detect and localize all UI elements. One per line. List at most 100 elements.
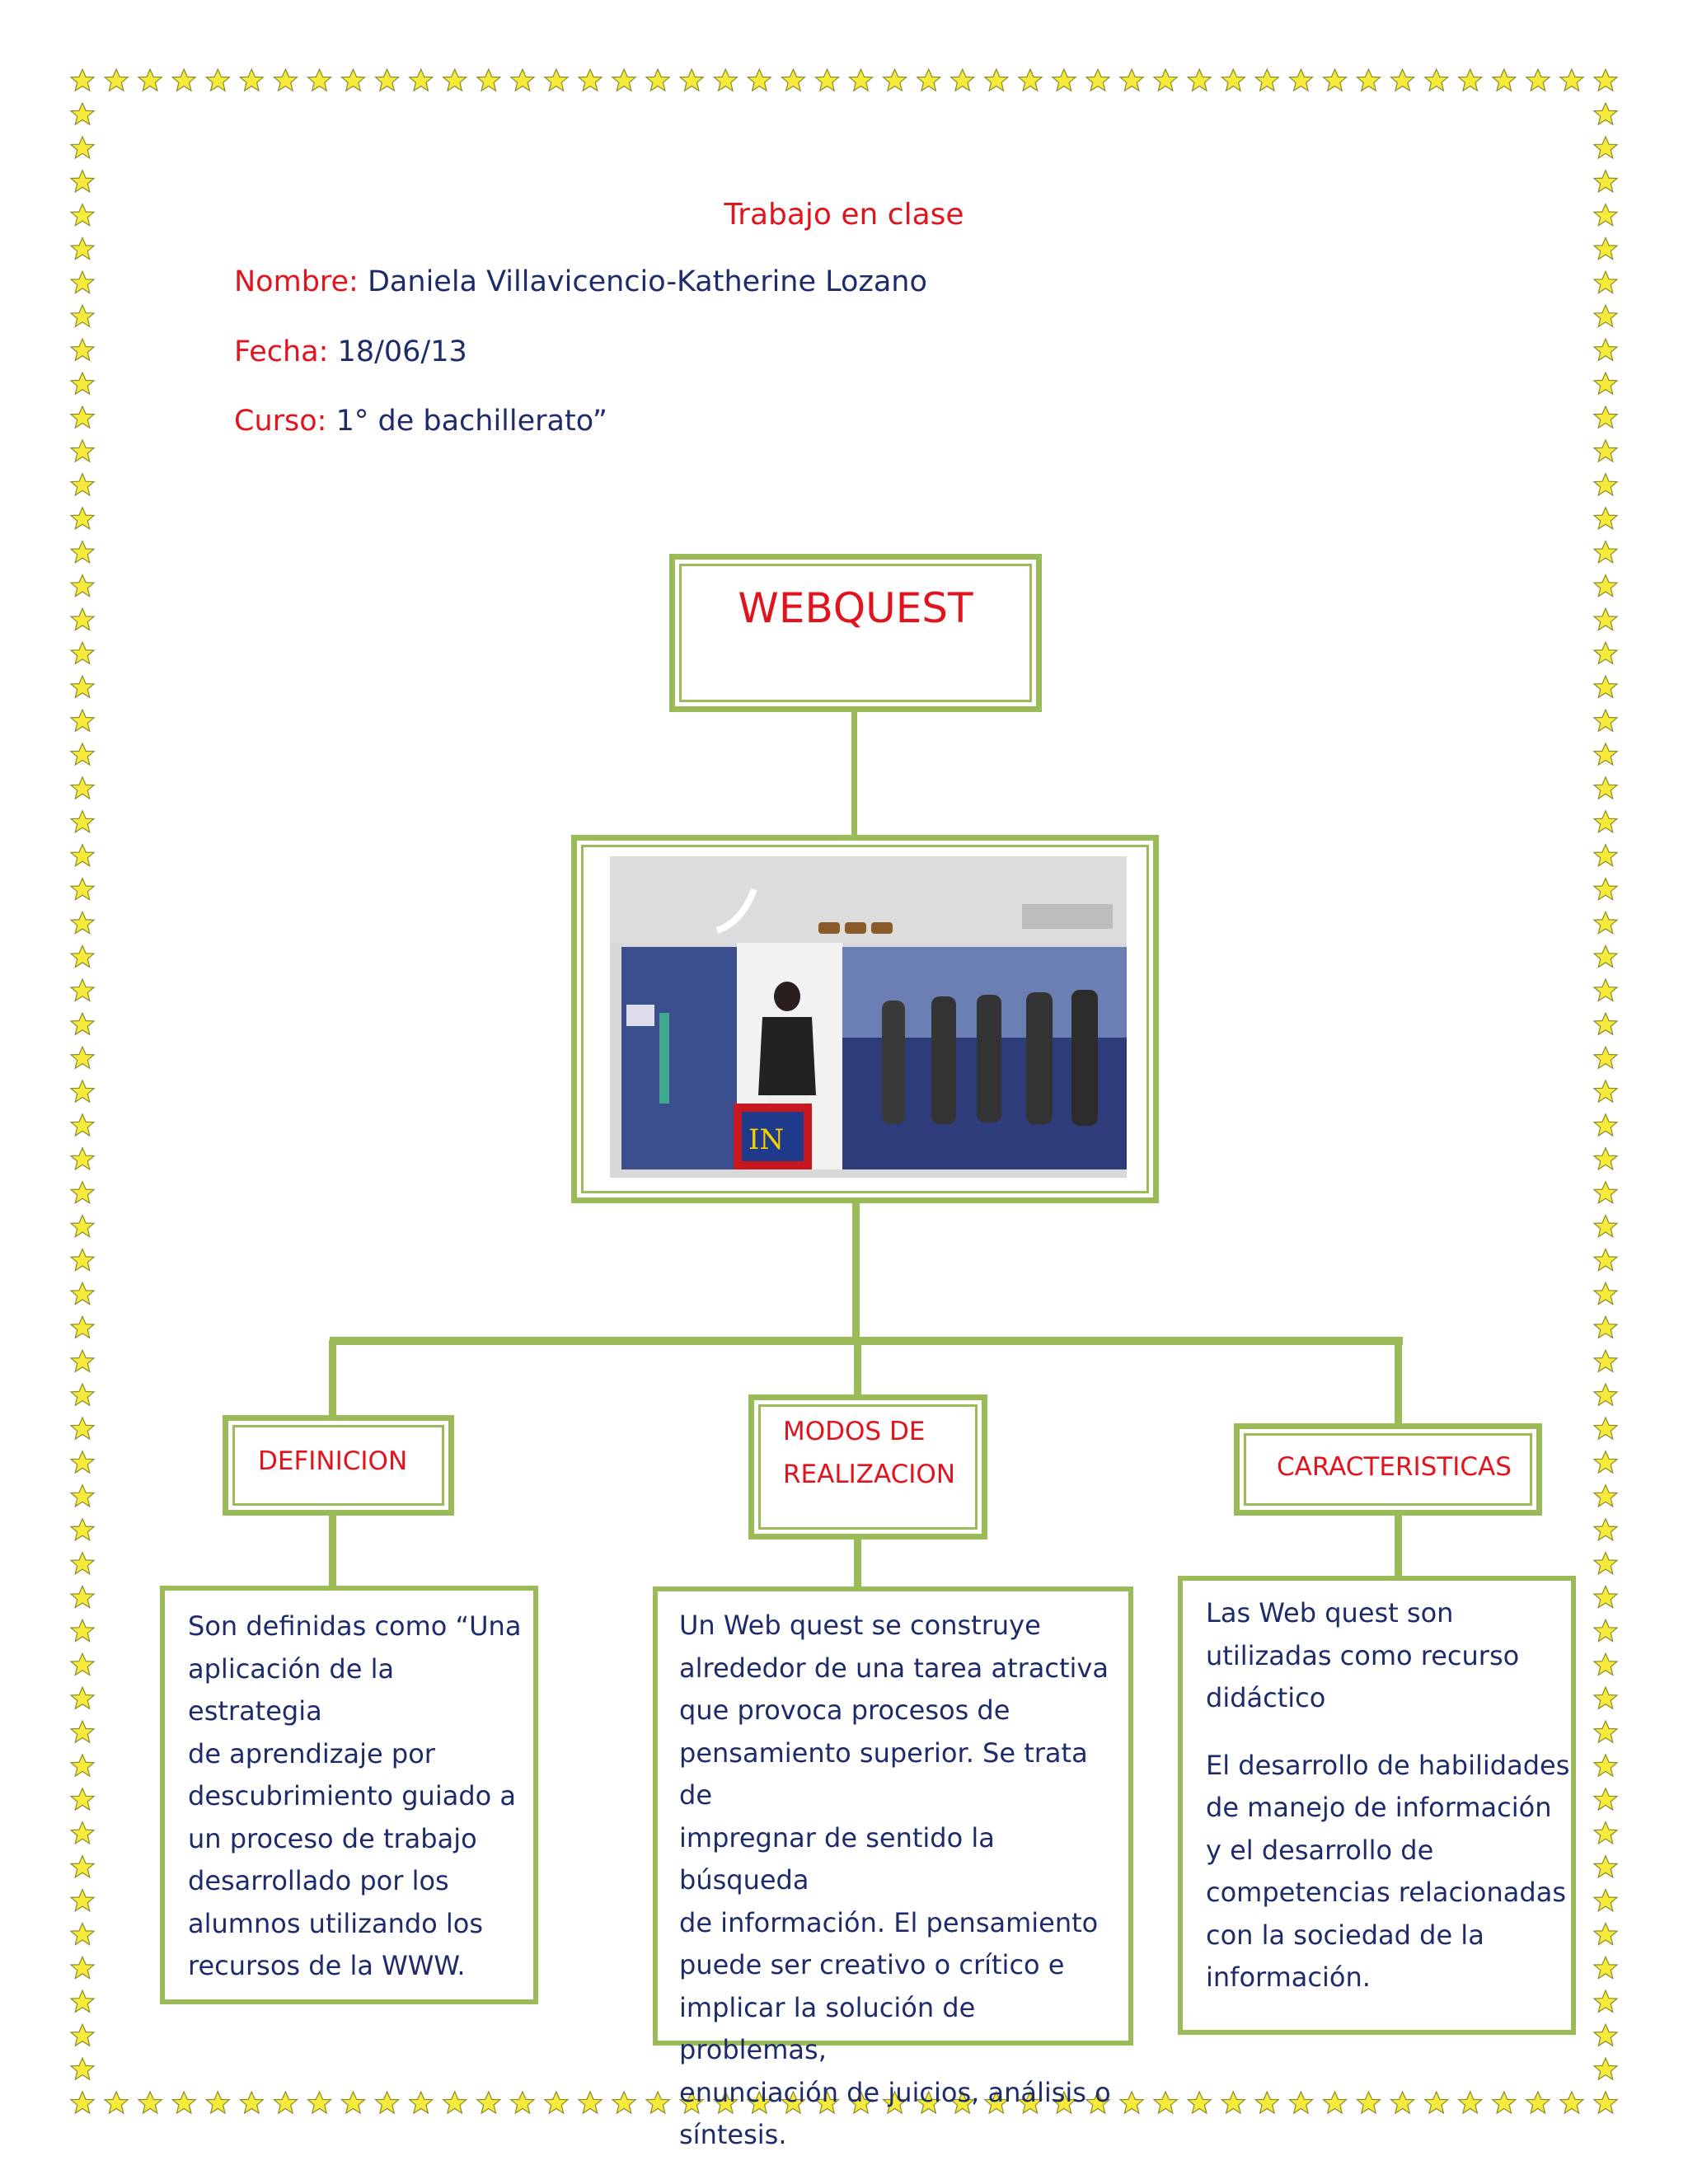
document-title: Trabajo en clase	[724, 198, 964, 232]
star-icon	[1593, 1889, 1618, 1912]
star-icon	[273, 2091, 298, 2114]
svg-text:IN: IN	[748, 1123, 784, 1156]
star-icon	[1593, 877, 1618, 901]
star-icon	[544, 68, 569, 91]
star-icon	[1593, 844, 1618, 867]
star-icon	[1018, 68, 1043, 91]
star-icon	[1593, 2091, 1618, 2114]
star-icon	[645, 2091, 670, 2114]
star-icon	[70, 1956, 95, 1980]
star-icon	[70, 1922, 95, 1946]
star-icon	[70, 1417, 95, 1440]
star-icon	[1492, 2091, 1517, 2114]
star-icon	[70, 1349, 95, 1372]
connector-def-down	[329, 1340, 336, 1417]
star-icon	[1593, 641, 1618, 664]
star-icon	[70, 304, 95, 327]
paragraph-gap	[1206, 1720, 1569, 1745]
modos-label-line: MODOS DE	[783, 1417, 926, 1446]
star-icon	[1390, 68, 1415, 91]
star-icon	[1593, 810, 1618, 833]
star-icon	[1458, 68, 1483, 91]
star-icon	[375, 2091, 400, 2114]
star-icon	[1593, 1012, 1618, 1035]
star-icon	[1593, 709, 1618, 732]
description-line: didáctico	[1206, 1682, 1326, 1713]
star-icon	[70, 1990, 95, 2013]
star-icon	[848, 68, 874, 91]
description-line: puede ser creativo o crítico e	[679, 1949, 1065, 1980]
star-icon	[1322, 2091, 1348, 2114]
description-line: un proceso de trabajo	[188, 1822, 477, 1854]
star-icon	[409, 68, 434, 91]
star-icon	[70, 1585, 95, 1609]
star-icon	[104, 2091, 129, 2114]
star-icon	[1526, 2091, 1550, 2114]
definicion-label-line: DEFINICION	[258, 1446, 408, 1476]
star-icon	[1593, 540, 1618, 564]
star-icon	[1458, 2091, 1483, 2114]
star-icon	[1593, 743, 1618, 766]
star-icon	[70, 372, 95, 395]
star-icon	[70, 1686, 95, 1709]
star-icon	[1593, 776, 1618, 799]
star-icon	[340, 68, 366, 91]
star-icon	[1593, 170, 1618, 193]
star-icon	[510, 68, 535, 91]
description-line: descubrimiento guiado a	[188, 1780, 516, 1811]
definicion-description: Son definidas como “Una aplicación de la…	[188, 1605, 533, 1988]
star-icon	[1593, 473, 1618, 496]
connector-modos-desc	[854, 1538, 861, 1588]
connector-def-desc	[329, 1514, 336, 1587]
connector-horizontal	[330, 1337, 1403, 1345]
star-icon	[476, 2091, 501, 2114]
star-icon	[70, 507, 95, 530]
star-icon	[1593, 1585, 1618, 1609]
description-line: competencias relacionadas	[1206, 1877, 1566, 1908]
star-icon	[1254, 2091, 1279, 2114]
star-icon	[747, 68, 771, 91]
description-line: utilizadas como recurso	[1206, 1639, 1520, 1671]
star-icon	[1593, 1990, 1618, 2013]
star-icon	[375, 68, 400, 91]
star-icon	[1593, 1652, 1618, 1676]
star-icon	[1593, 1754, 1618, 1777]
star-icon	[1593, 675, 1618, 698]
description-line: de información. El pensamiento	[679, 1906, 1099, 1938]
star-icon	[1593, 1383, 1618, 1406]
star-icon	[950, 68, 975, 91]
star-icon	[1593, 1315, 1618, 1339]
star-icon	[544, 2091, 569, 2114]
star-icon	[1593, 372, 1618, 395]
star-icon	[1288, 2091, 1314, 2114]
star-icon	[70, 877, 95, 901]
description-line: Son definidas como “Una	[188, 1610, 522, 1642]
star-icon	[1593, 1551, 1618, 1575]
connector-image-hub	[852, 1202, 860, 1343]
star-icon	[1492, 68, 1517, 91]
description-line: El desarrollo de habilidades	[1206, 1749, 1570, 1781]
star-icon	[1593, 944, 1618, 968]
star-icon	[70, 776, 95, 799]
star-icon	[1593, 1788, 1618, 1811]
webquest-label: WEBQUEST	[738, 584, 973, 632]
star-icon	[70, 1720, 95, 1743]
star-icon	[1187, 2091, 1212, 2114]
star-icon	[70, 270, 95, 294]
description-line: que provoca procesos de	[679, 1694, 1010, 1726]
star-icon	[70, 1518, 95, 1541]
connector-root-image	[851, 710, 857, 836]
webquest-node: WEBQUEST	[669, 554, 1042, 712]
star-icon	[1593, 1349, 1618, 1372]
star-icon	[1593, 1720, 1618, 1743]
star-icon	[1593, 405, 1618, 429]
star-icon	[171, 2091, 196, 2114]
star-icon	[1593, 1181, 1618, 1204]
star-icon	[1085, 68, 1110, 91]
star-icon	[409, 2091, 434, 2114]
star-icon	[1153, 68, 1178, 91]
star-icon	[1593, 1518, 1618, 1541]
star-icon	[1390, 2091, 1415, 2114]
star-icon	[70, 1551, 95, 1575]
star-icon	[612, 68, 636, 91]
